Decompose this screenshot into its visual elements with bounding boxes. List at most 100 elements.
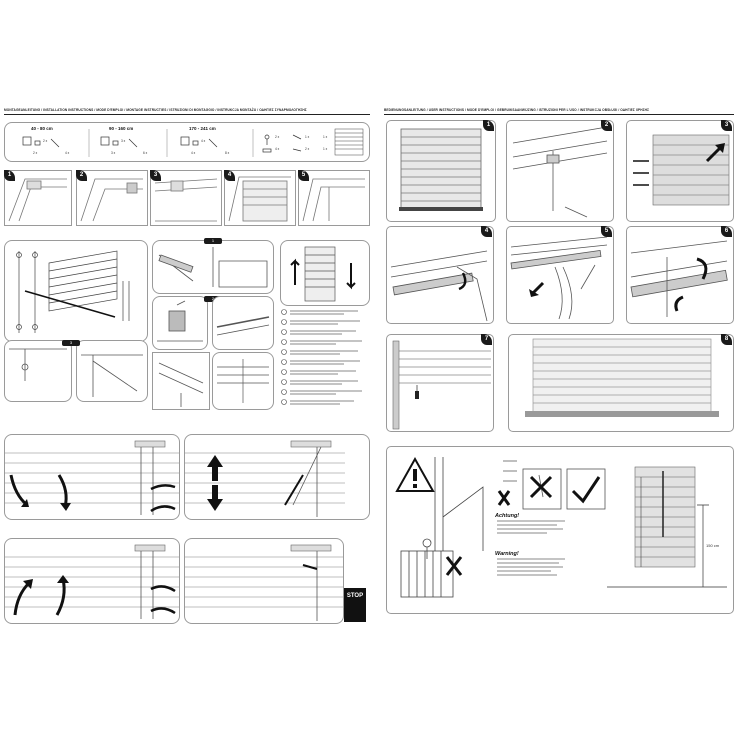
part-qty-4: 2 x xyxy=(305,147,310,151)
install-detail-e xyxy=(4,340,72,402)
mounting-diagram xyxy=(16,250,130,333)
install-step-tab-5: 5 xyxy=(298,170,309,181)
left-page: MONTAGEANLEITUNG / INSTALLATION INSTRUCT… xyxy=(0,100,372,630)
qty-1b: 2 x xyxy=(33,151,38,155)
part-qty-6: 1 x xyxy=(323,147,328,151)
raise-lower-panel xyxy=(184,434,370,520)
blind-lock-illustration xyxy=(185,544,343,621)
bracket-illustration xyxy=(9,348,67,381)
install-step-tab-2: 2 xyxy=(76,170,87,181)
blind-detail-illustration xyxy=(217,359,269,403)
right-header-rule xyxy=(384,114,734,115)
install-step-5 xyxy=(298,170,370,226)
part-qty-3: 4 x xyxy=(275,147,280,151)
step-3-panel xyxy=(626,120,734,222)
tilt-panel-up xyxy=(4,538,180,624)
blind-tilt-up-illustration xyxy=(5,544,179,619)
blind-side-view-illustration xyxy=(392,340,491,430)
qty-3a: 4 x xyxy=(201,139,206,143)
install-detail-a xyxy=(152,240,274,294)
left-header-rule xyxy=(4,114,370,115)
parts-list-panel: 40 - 80 cm 90 - 160 cm 170 - 241 cm 2 x … xyxy=(4,122,370,162)
step-6-tab: 6 xyxy=(721,226,732,237)
qty-2b: 3 x xyxy=(111,151,116,155)
size-range-3: 170 - 241 cm xyxy=(189,126,216,131)
detail-tab-3: 3 xyxy=(62,340,80,346)
part-qty-2: 1 x xyxy=(305,135,310,139)
blind-tilt-down-illustration xyxy=(5,440,179,515)
step-7-tab: 7 xyxy=(481,334,492,345)
lock-panel xyxy=(184,538,344,624)
step-4-tab: 4 xyxy=(481,226,492,237)
rail-illustration xyxy=(158,247,268,288)
qty-1c: 4 x xyxy=(65,151,70,155)
window-blind-illustration xyxy=(228,176,291,222)
qty-3c: 8 x xyxy=(225,151,230,155)
install-detail-b xyxy=(152,296,208,350)
safety-warning-panel: Achtung! Warning! 150 cm xyxy=(386,446,734,614)
size-range-2: 90 - 160 cm xyxy=(109,126,134,131)
step-8-tab: 8 xyxy=(721,334,732,345)
cord-illustration xyxy=(158,362,204,407)
step-6-panel xyxy=(626,226,734,324)
slat-removal-illustration xyxy=(390,250,488,322)
install-step-4 xyxy=(224,170,296,226)
headrail-illustration xyxy=(512,126,608,218)
install-detail-c xyxy=(212,296,274,350)
height-label: 150 cm xyxy=(706,543,720,548)
install-step-tab-3: 3 xyxy=(150,170,161,181)
window-frame-illustration xyxy=(81,354,143,397)
window-frame-illustration xyxy=(80,178,143,222)
bracket-illustration xyxy=(154,178,218,222)
step-2-tab: 2 xyxy=(601,120,612,131)
step-1-panel xyxy=(386,120,496,222)
install-step-2 xyxy=(76,170,148,226)
step-8-panel xyxy=(508,334,734,432)
step-5-tab: 5 xyxy=(601,226,612,237)
rail-clip-illustration xyxy=(630,240,728,317)
warning-title-en: Warning! xyxy=(495,551,519,557)
step-2-panel xyxy=(506,120,614,222)
step-3-tab: 3 xyxy=(721,120,732,131)
size-range-1: 40 - 80 cm xyxy=(31,126,53,131)
step-5-panel xyxy=(506,226,614,324)
part-qty-5: 1 x xyxy=(323,135,328,139)
hand-clip-illustration xyxy=(157,300,203,342)
qty-3b: 4 x xyxy=(191,151,196,155)
qty-1a: 2 x xyxy=(43,139,48,143)
safety-warning-illustration xyxy=(395,456,727,598)
window-frame-illustration xyxy=(8,178,67,222)
slat-arrow-illustration xyxy=(290,246,356,302)
rail-illustration xyxy=(216,316,270,336)
warning-title-de: Achtung! xyxy=(495,513,520,519)
part-qty-1: 2 x xyxy=(275,135,280,139)
tilt-panel-down xyxy=(4,434,180,520)
qty-2a: 3 x xyxy=(121,139,126,143)
detail-tab-1: 1 xyxy=(204,238,222,244)
step-4-panel xyxy=(386,226,494,324)
blind-tilt-arrows-illustration xyxy=(633,134,730,206)
install-detail-f xyxy=(76,340,148,402)
qty-2c: 6 x xyxy=(143,151,148,155)
text-lines xyxy=(281,309,362,405)
parts-divider-lines xyxy=(22,128,364,157)
install-step-1 xyxy=(4,170,72,226)
install-step-3 xyxy=(150,170,222,226)
left-header: MONTAGEANLEITUNG / INSTALLATION INSTRUCT… xyxy=(4,108,307,112)
detail-right-b xyxy=(212,352,274,410)
blind-installed-illustration xyxy=(525,338,719,417)
mounting-diagram-panel xyxy=(4,240,148,342)
step-1-tab: 1 xyxy=(483,120,494,131)
right-page: BEDIENUNGSANLEITUNG / USER INSTRUCTIONS … xyxy=(380,100,736,630)
step-7-panel xyxy=(386,334,494,432)
install-detail-d xyxy=(280,240,370,306)
blind-closed-illustration xyxy=(399,128,483,211)
detail-right-a xyxy=(152,352,210,410)
install-step-tab-1: 1 xyxy=(4,170,15,181)
right-header: BEDIENUNGSANLEITUNG / USER INSTRUCTIONS … xyxy=(384,108,650,112)
blind-raise-lower-illustration xyxy=(185,440,345,517)
bottom-rail-illustration xyxy=(510,236,608,320)
window-frame-illustration xyxy=(302,178,365,222)
install-step-tab-4: 4 xyxy=(224,170,235,181)
stop-label: STOP xyxy=(344,588,366,622)
